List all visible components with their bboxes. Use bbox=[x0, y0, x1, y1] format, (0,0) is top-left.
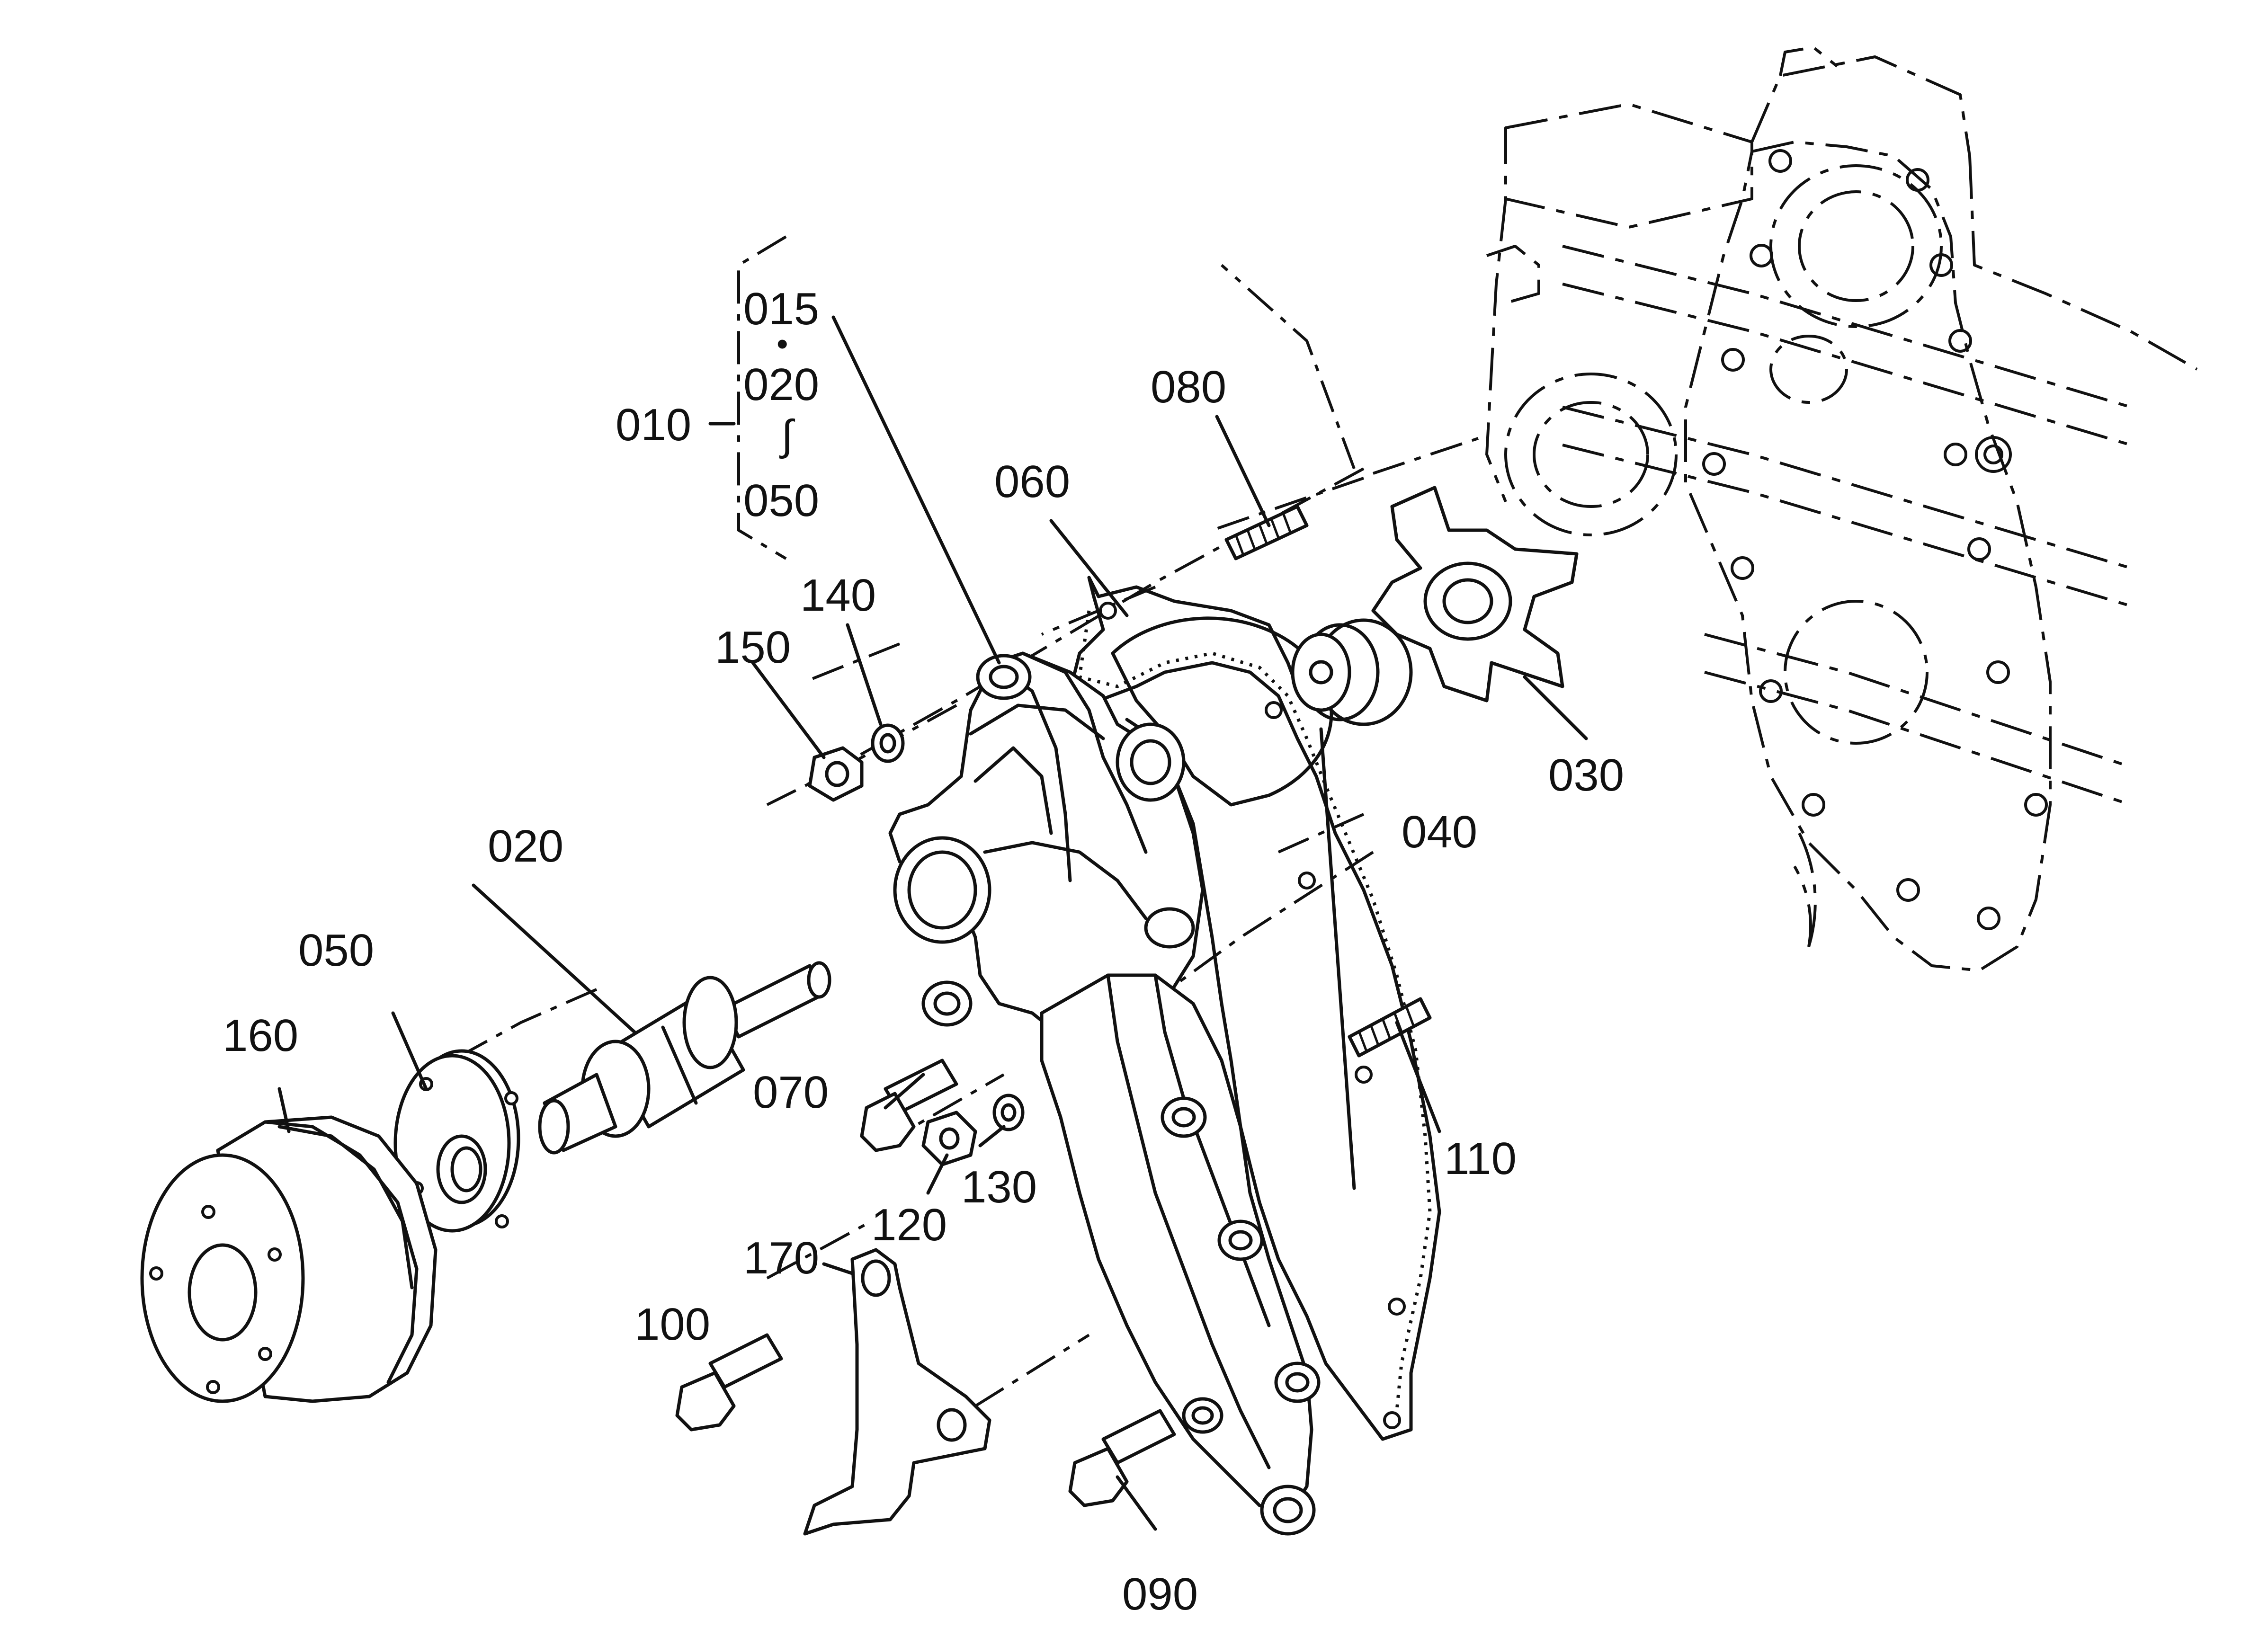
callout-015: 015 bbox=[743, 284, 819, 334]
callout-170: 170 bbox=[743, 1233, 819, 1283]
callout-060: 060 bbox=[994, 456, 1070, 507]
nut-120 bbox=[921, 1111, 977, 1166]
stud-110 bbox=[1348, 997, 1432, 1058]
seal-040 bbox=[1291, 618, 1413, 726]
washer-140 bbox=[871, 723, 905, 763]
callout-110: 110 bbox=[1444, 1133, 1517, 1184]
callout-100: 100 bbox=[634, 1299, 710, 1350]
stud-080 bbox=[1224, 505, 1309, 561]
flange-050 bbox=[393, 1049, 520, 1233]
callout-010: 010 bbox=[616, 400, 691, 450]
callout-020-range: 020 bbox=[743, 359, 819, 410]
range-dot: • bbox=[777, 325, 788, 362]
callout-140: 140 bbox=[800, 570, 876, 621]
engine-block-outline bbox=[1485, 46, 2198, 972]
pulley-160 bbox=[140, 1115, 438, 1403]
callout-130: 130 bbox=[961, 1162, 1037, 1212]
leader-lines bbox=[277, 315, 1588, 1531]
callout-080: 080 bbox=[1151, 362, 1226, 412]
callout-070: 070 bbox=[753, 1067, 829, 1118]
bracket-170 bbox=[803, 1248, 991, 1536]
callout-150: 150 bbox=[715, 622, 791, 673]
callout-labels: 010 015 • 020 ∫ 050 080 060 140 150 030 … bbox=[223, 284, 1624, 1619]
washer-130 bbox=[992, 1094, 1025, 1131]
range-tilde: ∫ bbox=[779, 412, 795, 459]
callout-090: 090 bbox=[1122, 1569, 1198, 1619]
bolt-070 bbox=[860, 1059, 958, 1152]
callout-160: 160 bbox=[223, 1010, 298, 1061]
callout-120: 120 bbox=[871, 1200, 947, 1250]
nut-150 bbox=[808, 746, 864, 802]
callout-030: 030 bbox=[1548, 750, 1624, 801]
bolt-090 bbox=[1068, 1409, 1176, 1507]
shaft-bearing-020 bbox=[538, 961, 831, 1155]
bolt-100 bbox=[675, 1333, 783, 1432]
callout-020: 020 bbox=[488, 821, 563, 872]
assembly-bracket-010 bbox=[737, 235, 787, 560]
callout-050-range: 050 bbox=[743, 475, 819, 526]
water-pump-body bbox=[888, 651, 1321, 1536]
callout-040: 040 bbox=[1402, 807, 1477, 857]
callout-050: 050 bbox=[298, 925, 374, 976]
impeller-030 bbox=[1371, 486, 1579, 703]
